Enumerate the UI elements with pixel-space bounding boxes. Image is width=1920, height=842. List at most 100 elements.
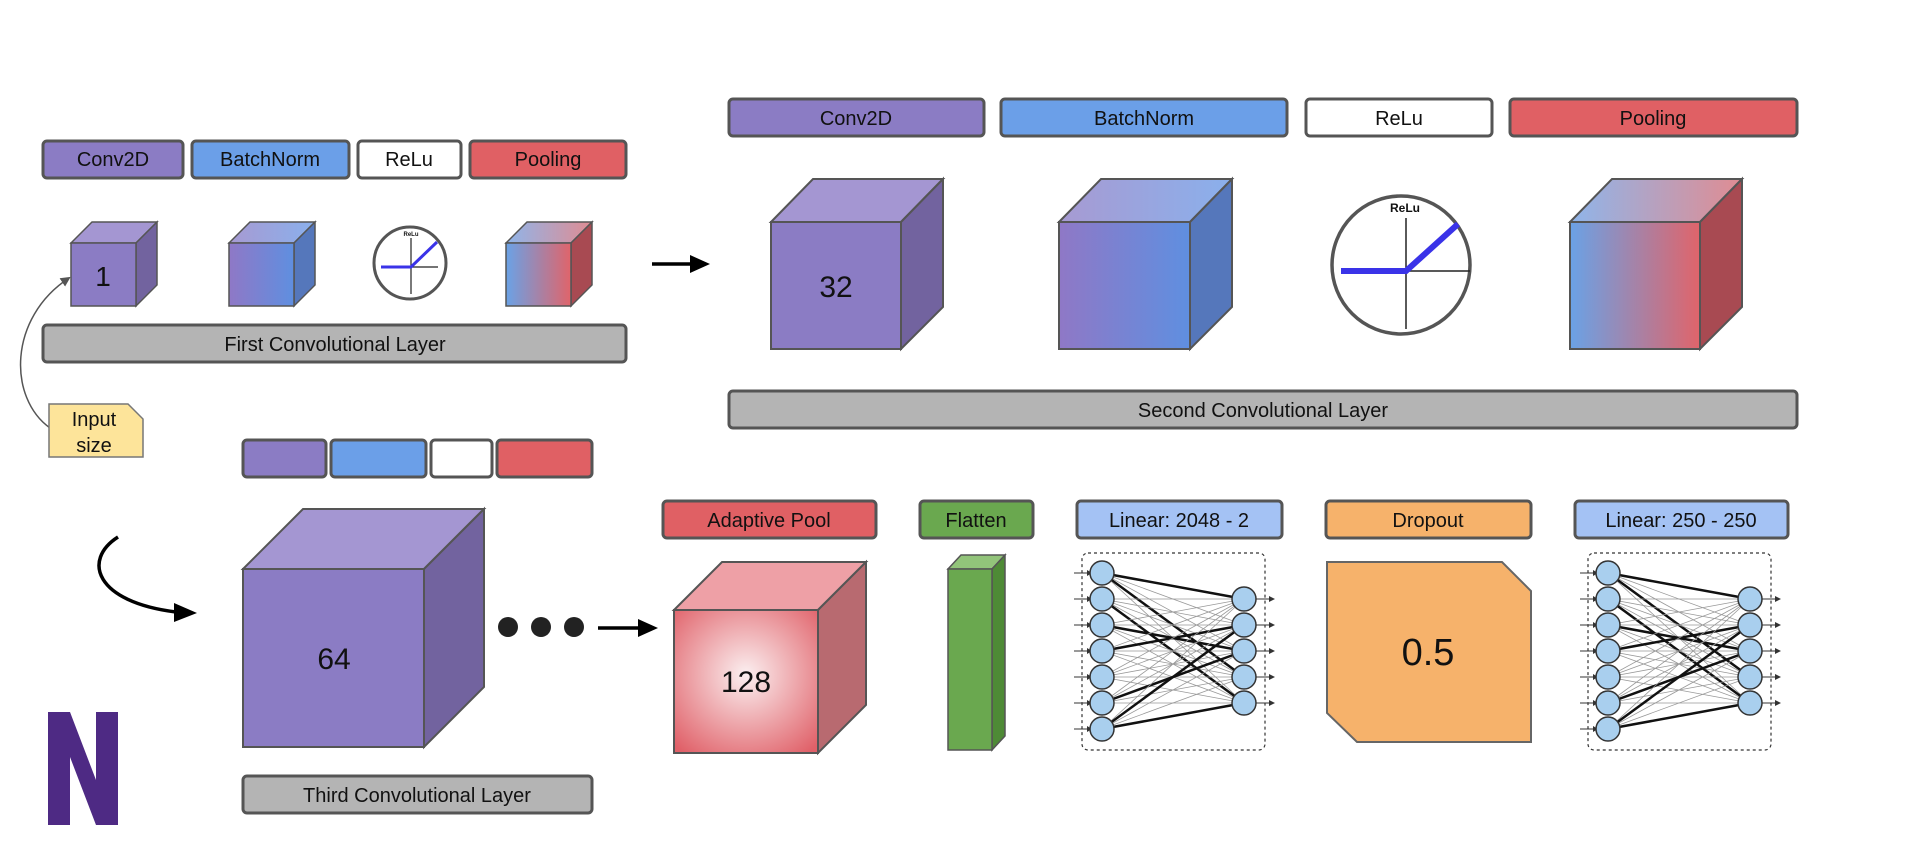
third-conv-channels: 64 xyxy=(317,643,350,676)
input-size-note-line2: size xyxy=(76,435,112,457)
first-relu-graph xyxy=(372,225,448,301)
first-conv-tag-label: Conv2D xyxy=(77,149,149,171)
first-batchnorm-cube xyxy=(227,220,317,308)
network-connection xyxy=(1607,623,1751,731)
network-output-arrow xyxy=(1775,648,1781,654)
network-connection xyxy=(1607,598,1751,678)
neuron xyxy=(1089,664,1115,690)
network-connection xyxy=(1607,598,1751,626)
first-layer-tags: Conv2D BatchNorm ReLu Pooling xyxy=(41,139,628,180)
neuron xyxy=(1595,586,1621,612)
ellipsis-dots xyxy=(498,617,584,637)
dropout-block xyxy=(1326,561,1532,743)
first-relu-graph-label: ReLu xyxy=(404,232,419,238)
network-connection xyxy=(1101,598,1245,652)
second-layer-tags: Conv2D BatchNorm ReLu Pooling xyxy=(727,97,1799,138)
linear2-tag xyxy=(1573,499,1790,540)
neuron xyxy=(1231,638,1257,664)
neuron xyxy=(1089,638,1115,664)
network-output-arrow xyxy=(1269,596,1275,602)
neuron xyxy=(1231,690,1257,716)
neuron xyxy=(1231,586,1257,612)
neuron xyxy=(1089,586,1115,612)
second-pool-cube xyxy=(1567,176,1745,352)
third-batchnorm-tag xyxy=(329,438,428,479)
third-layer-label: Third Convolutional Layer xyxy=(303,785,531,807)
network-connection xyxy=(1101,571,1245,601)
network-connection xyxy=(1607,598,1751,704)
third-relu-tag xyxy=(429,438,494,479)
dropout-value: 0.5 xyxy=(1402,632,1455,674)
network-connection xyxy=(1101,623,1245,731)
adaptive-pool-tag xyxy=(661,499,878,540)
neuron xyxy=(1231,612,1257,638)
arrow-first-to-second xyxy=(652,255,710,273)
first-pool-tag-label: Pooling xyxy=(515,149,582,171)
third-pool-tag xyxy=(495,438,594,479)
neuron xyxy=(1737,664,1763,690)
neuron xyxy=(1089,560,1115,586)
neuron xyxy=(1595,612,1621,638)
network-connection xyxy=(1607,598,1751,730)
linear1-tag xyxy=(1075,499,1284,540)
input-size-note-line1: Input xyxy=(72,409,117,431)
neuron xyxy=(1595,560,1621,586)
neuron xyxy=(1737,638,1763,664)
second-batchnorm-tag-label: BatchNorm xyxy=(1094,108,1194,130)
second-layer-bar xyxy=(727,389,1799,430)
second-relu-tag xyxy=(1304,97,1494,138)
first-layer-label: First Convolutional Layer xyxy=(224,334,446,356)
first-batchnorm-tag-label: BatchNorm xyxy=(220,149,320,171)
network-connection xyxy=(1101,650,1245,730)
network-connection xyxy=(1101,701,1245,731)
second-pool-tag xyxy=(1508,97,1799,138)
neuron xyxy=(1595,638,1621,664)
neuron xyxy=(1737,612,1763,638)
network-connection xyxy=(1607,598,1751,652)
dropout-tag-label: Dropout xyxy=(1392,510,1464,532)
network-connection xyxy=(1101,598,1245,678)
network-output-arrow xyxy=(1269,622,1275,628)
linear1-network xyxy=(1074,552,1275,751)
linear2-network xyxy=(1580,552,1781,751)
neuron xyxy=(1595,690,1621,716)
third-layer-bar xyxy=(241,774,594,815)
third-conv-cube xyxy=(240,506,487,750)
arrow-to-head xyxy=(598,619,658,637)
neuron xyxy=(1595,716,1621,742)
second-conv-tag-label: Conv2D xyxy=(820,108,892,130)
input-size-note xyxy=(48,403,144,458)
neuron xyxy=(1737,690,1763,716)
network-output-arrow xyxy=(1775,596,1781,602)
second-conv-tag xyxy=(727,97,986,138)
dropout-tag xyxy=(1324,499,1533,540)
first-layer-bar xyxy=(41,323,628,364)
second-relu-graph xyxy=(1330,194,1472,336)
adaptive-pool-tag-label: Adaptive Pool xyxy=(707,510,830,532)
network-connection xyxy=(1101,598,1245,704)
second-conv-channels: 32 xyxy=(819,271,852,304)
flatten-bar xyxy=(946,553,1007,752)
neuron xyxy=(1089,612,1115,638)
network-connection xyxy=(1101,598,1245,626)
network-connection xyxy=(1101,676,1245,730)
neuron xyxy=(1231,664,1257,690)
first-relu-tag-label: ReLu xyxy=(385,149,433,171)
network-connection xyxy=(1607,701,1751,731)
linear2-tag-label: Linear: 250 - 250 xyxy=(1605,510,1756,532)
second-relu-tag-label: ReLu xyxy=(1375,108,1423,130)
second-layer-label: Second Convolutional Layer xyxy=(1138,400,1389,422)
neuron xyxy=(1737,586,1763,612)
input-size-arrow xyxy=(19,276,71,429)
arrow-into-third-layer xyxy=(97,535,197,622)
adaptive-pool-channels: 128 xyxy=(721,666,771,699)
second-conv-cube xyxy=(768,176,946,352)
first-pool-tag xyxy=(468,139,628,180)
third-layer-tags xyxy=(241,438,594,479)
network-connection xyxy=(1607,571,1751,601)
brand-logo xyxy=(48,712,118,825)
network-output-arrow xyxy=(1269,648,1275,654)
second-pool-tag-label: Pooling xyxy=(1620,108,1687,130)
first-pool-cube xyxy=(504,220,594,308)
